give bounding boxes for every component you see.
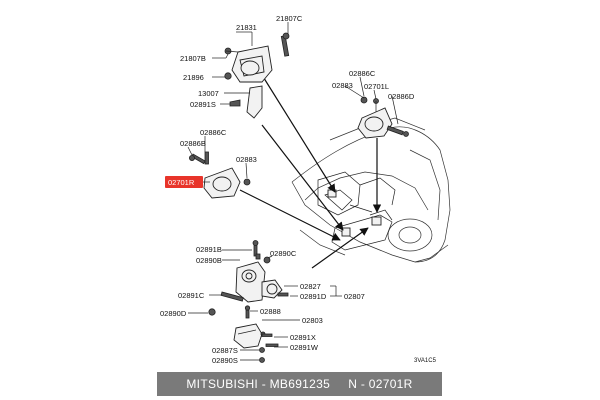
label-02807: 02807: [344, 292, 365, 301]
label-02891s: 02891S: [190, 100, 216, 109]
label-02827: 02827: [300, 282, 321, 291]
label-02890d: 02890D: [160, 309, 187, 318]
label-02701r: 02701R: [168, 178, 195, 187]
mount-02701r-group: [188, 151, 251, 199]
leader-lines: [187, 22, 399, 361]
label-02891b: 02891B: [196, 245, 222, 254]
label-02886b: 02886B: [180, 139, 206, 148]
arrows: [239, 74, 382, 269]
part-number-footer: MITSUBISHI - MB691235 N - 02701R: [157, 372, 442, 396]
label-02890s: 02890S: [212, 356, 238, 365]
car-body-outline: [291, 117, 451, 263]
mount-02701l-group: [357, 96, 409, 139]
part-labels: 21831 21807C 21807B 21896 13007 02891S 0…: [160, 14, 437, 365]
label-02803: 02803: [302, 316, 323, 325]
label-02883-top: 02883: [332, 81, 353, 90]
label-diagram-code: 3VA1C5: [414, 358, 437, 364]
mount-21831-group: [224, 32, 290, 119]
label-21807b: 21807B: [180, 54, 206, 63]
footer-text: MITSUBISHI - MB691235 N - 02701R: [186, 377, 413, 391]
label-21896: 21896: [183, 73, 204, 82]
label-02883-mid: 02883: [236, 155, 257, 164]
label-13007: 13007: [198, 89, 219, 98]
parts-diagram: 21831 21807C 21807B 21896 13007 02891S 0…: [160, 14, 451, 365]
label-02887s: 02887S: [212, 346, 238, 355]
label-02886d: 02886D: [388, 92, 415, 101]
label-02886c-mid: 02886C: [200, 128, 227, 137]
label-02891c: 02891C: [178, 291, 205, 300]
label-02886c-top: 02886C: [349, 69, 376, 78]
label-21831: 21831: [236, 23, 257, 32]
lower-assembly-group: [208, 240, 289, 363]
label-21807c: 21807C: [276, 14, 303, 23]
label-02890b: 02890B: [196, 256, 222, 265]
label-02891d: 02891D: [300, 292, 327, 301]
label-02890c: 02890C: [270, 249, 297, 258]
label-02888: 02888: [260, 307, 281, 316]
highlight-box: [165, 176, 203, 188]
label-02891w: 02891W: [290, 343, 319, 352]
label-02891x: 02891X: [290, 333, 316, 342]
label-02701l: 02701L: [364, 82, 389, 91]
